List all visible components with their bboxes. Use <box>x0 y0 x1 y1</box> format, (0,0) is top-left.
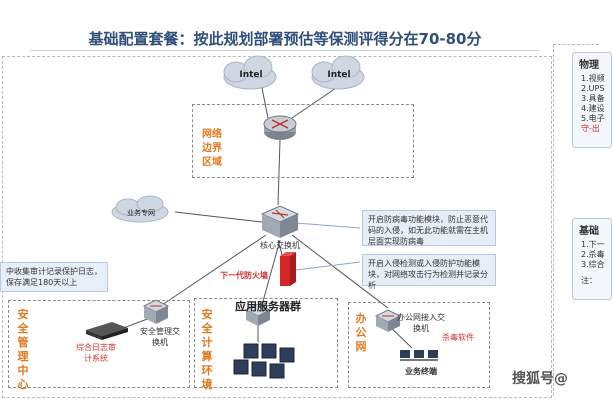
note-intrusion: 开启入侵检测或入侵防护功能模块，对网络攻击行为检测并记录分析 <box>362 254 496 290</box>
router-icon <box>263 115 297 140</box>
zone-label-border: 网络边界区域 <box>202 129 222 168</box>
link-note-ips <box>295 261 361 271</box>
zone-compute-environment <box>194 298 338 388</box>
title-divider <box>30 50 540 51</box>
side-card-basic: 基础 1.下一 2.杀毒 3.综合 注： <box>572 218 612 300</box>
switch-icon <box>244 303 272 326</box>
side-card-title: 基础 <box>579 226 599 237</box>
diagram-frame <box>2 56 552 398</box>
side-card-physical: 物理 1.视频 2.UPS 3.具备 4.建设 5.电子 守-出 <box>572 52 612 148</box>
note-antivirus: 开启防病毒功能模块，防止恶意代码的入侵，如无此功能就需在主机层面实现防病毒 <box>362 210 496 246</box>
app-cluster-label: 应用服务器群 <box>235 300 301 313</box>
office-switch-label: 办公网接入交换机 <box>397 313 445 333</box>
cloud-icon <box>111 195 169 223</box>
side-card-footer: 注： <box>581 276 597 285</box>
side-card-item: 4.建设 <box>581 104 605 113</box>
cloud-label: Intel <box>327 70 351 80</box>
switch-icon <box>142 299 170 324</box>
switch-icon <box>374 309 402 332</box>
side-card-footer: 守-出 <box>581 124 600 133</box>
switch-icon <box>260 205 300 238</box>
side-frame-top <box>553 44 599 46</box>
side-card-item: 2.杀毒 <box>581 250 605 259</box>
firewall-icon <box>280 252 296 286</box>
zone-network-border <box>192 104 414 178</box>
server-icon <box>233 343 295 379</box>
link-core-office <box>291 234 389 309</box>
side-card-item: 1.视频 <box>581 74 605 83</box>
link-private-core <box>174 211 263 223</box>
note-audit: 中收集审计记录保护日志，保存满足180天以上 <box>0 262 108 292</box>
link-core-app <box>261 239 281 306</box>
zone-office-network <box>348 302 490 388</box>
audit-appliance-icon <box>86 322 128 340</box>
zone-label-security-management: 安全管理中心 <box>17 308 29 391</box>
link-core-secmgmt <box>161 234 267 306</box>
link-cloud1-router <box>261 87 269 119</box>
side-card-item: 3.综合 <box>581 260 605 269</box>
zone-label-office: 办公网 <box>355 312 367 353</box>
antivirus-label: 杀毒软件 <box>442 333 474 342</box>
link-note-av <box>295 222 361 229</box>
audit-system-label: 综合日志审计系统 <box>76 343 116 363</box>
core-switch-label: 核心交换机 <box>260 241 300 250</box>
firewall-label: 下一代防火墙 <box>220 271 268 280</box>
watermark: 搜狐号@ <box>512 371 568 387</box>
computer-icon <box>400 350 438 361</box>
side-card-title: 物理 <box>579 60 599 71</box>
side-frame-left <box>553 44 555 396</box>
link-router-core <box>277 139 281 206</box>
side-card-item: 2.UPS <box>581 84 605 93</box>
business-network-label: 业务专网 <box>127 209 155 217</box>
terminals-label: 业务终端 <box>405 367 437 376</box>
cloud-icon <box>311 55 365 90</box>
side-card-item: 3.具备 <box>581 94 605 103</box>
sec-mgmt-switch-label: 安全管理交换机 <box>140 327 180 347</box>
cloud-label: Intel <box>239 70 263 80</box>
zone-security-management <box>8 300 190 388</box>
page-title: 基础配置套餐：按此规划部署预估等保测评得分在70-80分 <box>88 30 482 48</box>
zone-label-compute: 安全计算环境 <box>201 308 213 391</box>
side-card-item: 5.电子 <box>581 114 605 123</box>
side-card-item: 1.下一 <box>581 240 605 249</box>
link-cloud2-router <box>291 87 337 119</box>
cloud-icon <box>223 55 277 90</box>
